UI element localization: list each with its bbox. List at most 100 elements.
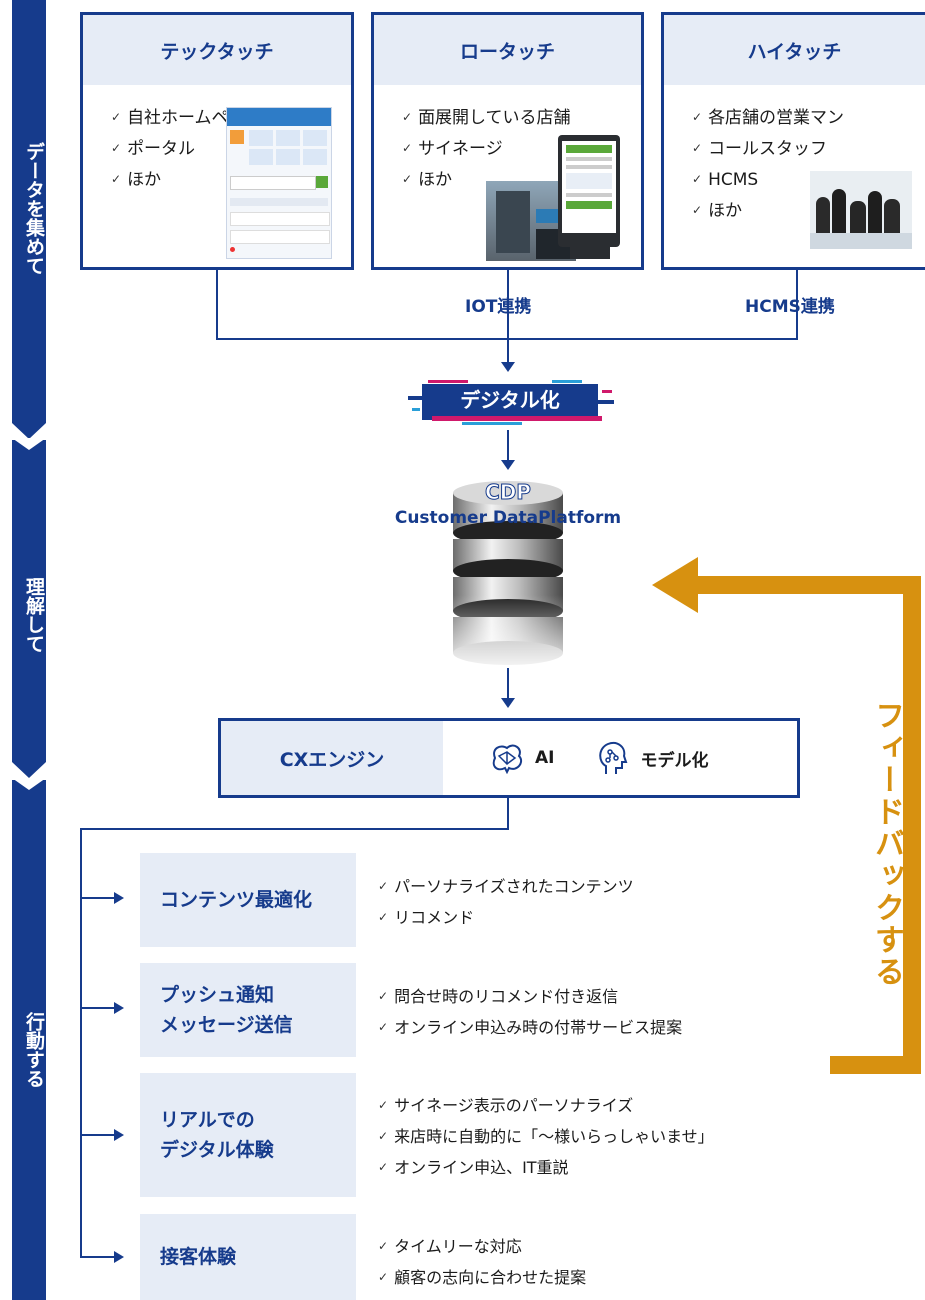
action-item: ✓来店時に自動的に「〜様いらっしゃいませ」 <box>378 1122 714 1153</box>
connector <box>80 1256 116 1258</box>
action-items: ✓タイムリーな対応 ✓顧客の志向に合わせた提案 <box>378 1232 586 1294</box>
database-cylinder-icon <box>445 481 571 675</box>
stage-chevron-1 <box>12 423 46 439</box>
check-icon: ✓ <box>402 110 413 124</box>
check-icon: ✓ <box>692 110 703 124</box>
website-screenshot-image <box>226 107 332 259</box>
signage-display-image <box>558 135 620 247</box>
check-icon: ✓ <box>378 879 389 893</box>
action-real-digital-experience: リアルでの デジタル体験 <box>140 1073 356 1197</box>
stage-notch-1 <box>12 438 46 450</box>
check-icon: ✓ <box>378 1239 389 1253</box>
channel-items: ✓各店舗の営業マン ✓コールスタッフ ✓HCMS ✓ほか <box>692 103 925 227</box>
arrow-right-icon <box>114 1129 124 1141</box>
stage-band-act <box>12 780 46 1300</box>
check-icon: ✓ <box>692 141 703 155</box>
connector <box>507 798 509 830</box>
cx-engine-name: CXエンジン <box>221 721 443 795</box>
arrow-right-icon <box>114 892 124 904</box>
ai-head-circuit-icon <box>599 742 628 774</box>
action-push-notification: プッシュ通知 メッセージ送信 <box>140 963 356 1057</box>
stage-chevron-2 <box>12 762 46 778</box>
connector <box>507 430 509 460</box>
arrow-right-icon <box>114 1251 124 1263</box>
channel-tech-touch: テックタッチ ✓自社ホームページ ✓ポータル ✓ほか <box>80 12 354 270</box>
stage-band-collect <box>12 0 46 423</box>
action-content-optimization: コンテンツ最適化 <box>140 853 356 947</box>
connector <box>507 338 509 363</box>
hcms-link-label: HCMS連携 <box>745 297 835 317</box>
channel-item: ✓ポータル <box>111 134 351 165</box>
arrow-down-icon <box>501 460 515 470</box>
channel-item: ✓サイネージ <box>402 134 641 165</box>
action-items: ✓問合せ時のリコメンド付き返信 ✓オンライン申込み時の付帯サービス提案 <box>378 982 682 1044</box>
staff-photo-image <box>810 171 912 249</box>
action-item: ✓サイネージ表示のパーソナライズ <box>378 1091 714 1122</box>
action-item: ✓オンライン申込、IT重説 <box>378 1153 714 1184</box>
brain-icon <box>492 744 523 774</box>
channel-items: ✓面展開している店舗 ✓サイネージ ✓ほか <box>402 103 641 196</box>
connector <box>80 828 82 1258</box>
connector <box>80 828 509 830</box>
cx-engine-box: CXエンジン AI モデル化 <box>218 718 800 798</box>
action-items: ✓パーソナライズされたコンテンツ ✓リコメンド <box>378 872 634 934</box>
connector <box>507 270 509 340</box>
arrow-down-icon <box>501 698 515 708</box>
check-icon: ✓ <box>378 1098 389 1112</box>
arrow-down-icon <box>501 362 515 372</box>
stage-label-collect: データを集めて <box>23 141 45 275</box>
check-icon: ✓ <box>378 1270 389 1284</box>
check-icon: ✓ <box>378 1160 389 1174</box>
stage-notch-2 <box>12 778 46 790</box>
ai-label: AI <box>535 748 555 768</box>
action-item: ✓タイムリーな対応 <box>378 1232 586 1263</box>
action-item: ✓オンライン申込み時の付帯サービス提案 <box>378 1013 682 1044</box>
action-item: ✓パーソナライズされたコンテンツ <box>378 872 634 903</box>
connector <box>796 270 798 340</box>
digitalize-label: デジタル化 <box>460 388 560 412</box>
cdp-title: CDP <box>485 480 532 505</box>
model-label: モデル化 <box>640 750 709 771</box>
connector <box>507 668 509 698</box>
check-icon: ✓ <box>111 110 122 124</box>
check-icon: ✓ <box>692 203 703 217</box>
feedback-label: フィードバックする <box>869 700 904 988</box>
check-icon: ✓ <box>378 1020 389 1034</box>
connector <box>80 897 116 899</box>
channel-title: ハイタッチ <box>664 15 925 85</box>
check-icon: ✓ <box>111 141 122 155</box>
stage-label-understand: 理解して <box>23 577 45 653</box>
iot-link-label: IOT連携 <box>465 297 532 317</box>
channel-item: ✓コールスタッフ <box>692 134 925 165</box>
stage-label-act: 行動する <box>23 1012 45 1088</box>
check-icon: ✓ <box>402 172 413 186</box>
check-icon: ✓ <box>378 989 389 1003</box>
channel-title: ロータッチ <box>374 15 641 85</box>
action-customer-service: 接客体験 <box>140 1214 356 1300</box>
channel-item: ✓HCMS <box>692 165 925 196</box>
channel-item: ✓面展開している店舗 <box>402 103 641 134</box>
channel-item: ✓ほか <box>402 165 641 196</box>
signage-stand <box>570 247 610 259</box>
channel-high-touch: ハイタッチ ✓各店舗の営業マン ✓コールスタッフ ✓HCMS ✓ほか <box>661 12 925 270</box>
channel-low-touch: ロータッチ ✓面展開している店舗 ✓サイネージ ✓ほか <box>371 12 644 270</box>
check-icon: ✓ <box>378 910 389 924</box>
feedback-arrow <box>652 557 921 1074</box>
engine-features: AI モデル化 <box>443 721 797 795</box>
check-icon: ✓ <box>402 141 413 155</box>
connector <box>80 1134 116 1136</box>
check-icon: ✓ <box>111 172 122 186</box>
check-icon: ✓ <box>692 172 703 186</box>
stage-band-understand <box>12 440 46 762</box>
action-item: ✓リコメンド <box>378 903 634 934</box>
action-items: ✓サイネージ表示のパーソナライズ ✓来店時に自動的に「〜様いらっしゃいませ」 ✓… <box>378 1091 714 1184</box>
channel-title: テックタッチ <box>83 15 351 85</box>
cdp-subtitle: Customer DataPlatform <box>394 508 622 528</box>
channel-item: ✓ほか <box>111 165 351 196</box>
connector <box>80 1007 116 1009</box>
arrow-right-icon <box>114 1002 124 1014</box>
action-item: ✓顧客の志向に合わせた提案 <box>378 1263 586 1294</box>
channel-item: ✓ほか <box>692 196 925 227</box>
digitalize-banner-graphic <box>408 380 614 425</box>
action-item: ✓問合せ時のリコメンド付き返信 <box>378 982 682 1013</box>
